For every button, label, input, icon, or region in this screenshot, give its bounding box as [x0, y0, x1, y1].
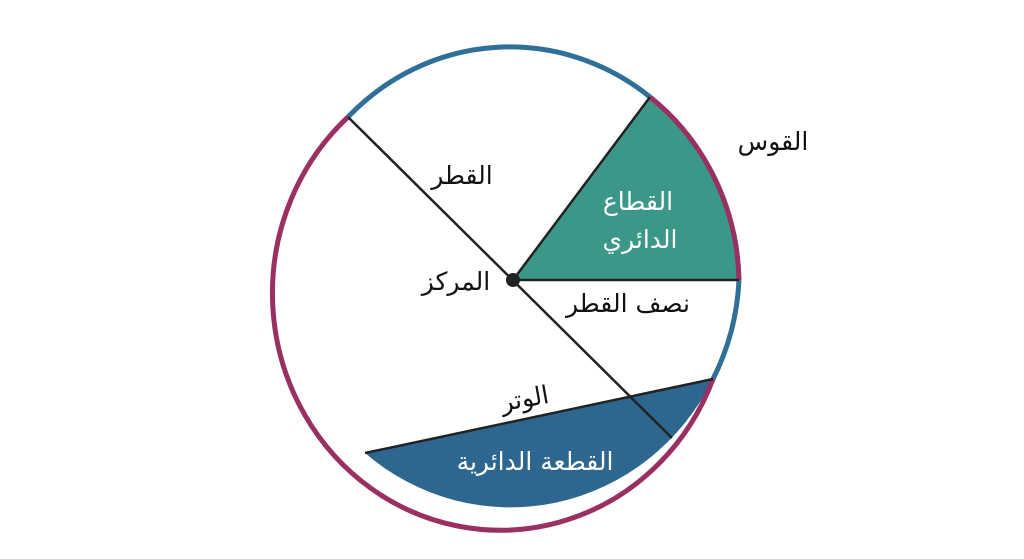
circular-segment — [365, 379, 713, 508]
diameter-label: القطر — [429, 161, 493, 190]
segment-label: القطعة الدائرية — [457, 447, 614, 476]
center-point — [506, 273, 520, 287]
sector-radius-line — [511, 96, 652, 281]
sector-label-line1: القطاع — [603, 187, 673, 216]
radius-label: نصف القطر — [564, 289, 690, 318]
center-label: المركز — [420, 267, 491, 296]
arc-top — [346, 44, 652, 119]
chord-line — [364, 377, 714, 455]
sector-label-line2: الدائري — [603, 225, 678, 254]
arc-label: القوس — [738, 127, 809, 156]
chord-label: الوتر — [497, 380, 552, 417]
circular-sector — [513, 97, 739, 280]
arc-major — [270, 115, 716, 533]
arc-sector — [648, 95, 742, 281]
arc-right — [710, 279, 742, 381]
